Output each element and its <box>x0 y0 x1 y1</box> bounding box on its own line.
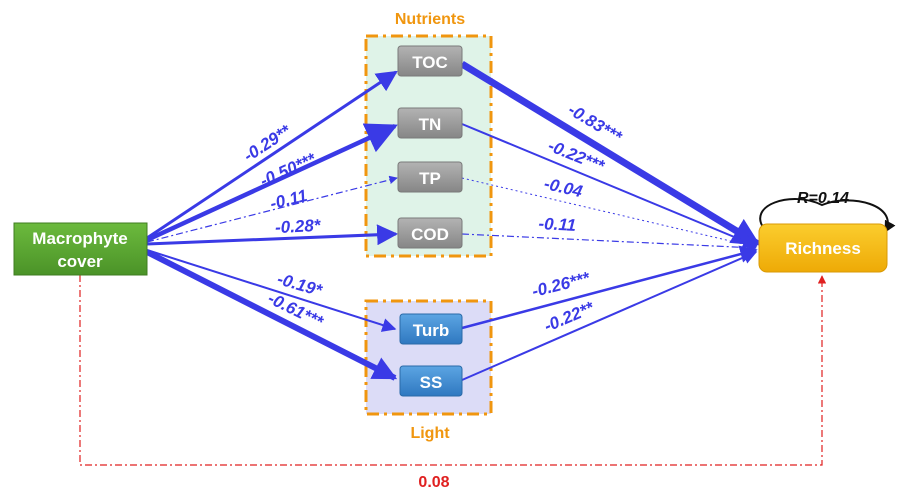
coef-tn-richness: -0.22*** <box>545 136 608 176</box>
path-macrophyte-ss <box>145 249 398 381</box>
path-turb-richness <box>461 245 758 330</box>
path-tp-richness <box>461 177 757 249</box>
coef-cod-richness: -0.11 <box>538 214 576 235</box>
path-macrophyte-turb <box>146 249 397 332</box>
node-ss: SS <box>399 365 463 397</box>
coef-toc-richness: -0.83*** <box>565 100 626 147</box>
direct-path-coefficient: 0.08 <box>418 474 449 491</box>
node-richness-label: Richness <box>785 239 861 258</box>
path-macrophyte-richness-direct <box>79 275 827 466</box>
path-ss-richness <box>461 250 758 381</box>
path-tn-richness <box>461 123 758 248</box>
path-macrophyte-tn <box>146 123 398 243</box>
node-richness: Richness <box>758 223 888 273</box>
node-cod: COD <box>397 217 463 249</box>
node-tp-label: TP <box>419 169 441 188</box>
coef-ss-richness: -0.22** <box>541 297 598 335</box>
coef-macrophyte-tp: -0.11 <box>268 186 309 214</box>
node-macrophyte-label-2: cover <box>57 252 103 271</box>
path-cod-richness <box>461 233 757 252</box>
node-ss-label: SS <box>420 373 443 392</box>
path-toc-richness <box>460 61 761 247</box>
node-tn: TN <box>397 107 463 139</box>
coef-tp-richness: -0.04 <box>542 174 585 201</box>
light-group-label: Light <box>410 425 450 442</box>
node-turb-label: Turb <box>413 321 450 340</box>
node-cod-label: COD <box>411 225 449 244</box>
r-squared-loop <box>759 198 896 234</box>
coef-macrophyte-tn: -0.50*** <box>257 149 320 191</box>
path-macrophyte-tp <box>146 175 398 243</box>
r-squared-label: R=0.14 <box>797 190 849 207</box>
node-toc: TOC <box>397 45 463 77</box>
node-tp: TP <box>397 161 463 193</box>
nutrients-group-label: Nutrients <box>395 11 465 28</box>
node-turb: Turb <box>399 313 463 345</box>
node-tn-label: TN <box>419 115 442 134</box>
coef-macrophyte-cod: -0.28* <box>275 216 323 237</box>
node-macrophyte-cover: Macrophyte cover <box>13 222 148 276</box>
path-macrophyte-toc <box>146 70 398 240</box>
node-toc-label: TOC <box>412 53 448 72</box>
node-macrophyte-label-1: Macrophyte <box>32 229 127 248</box>
path-macrophyte-cod <box>146 224 399 246</box>
